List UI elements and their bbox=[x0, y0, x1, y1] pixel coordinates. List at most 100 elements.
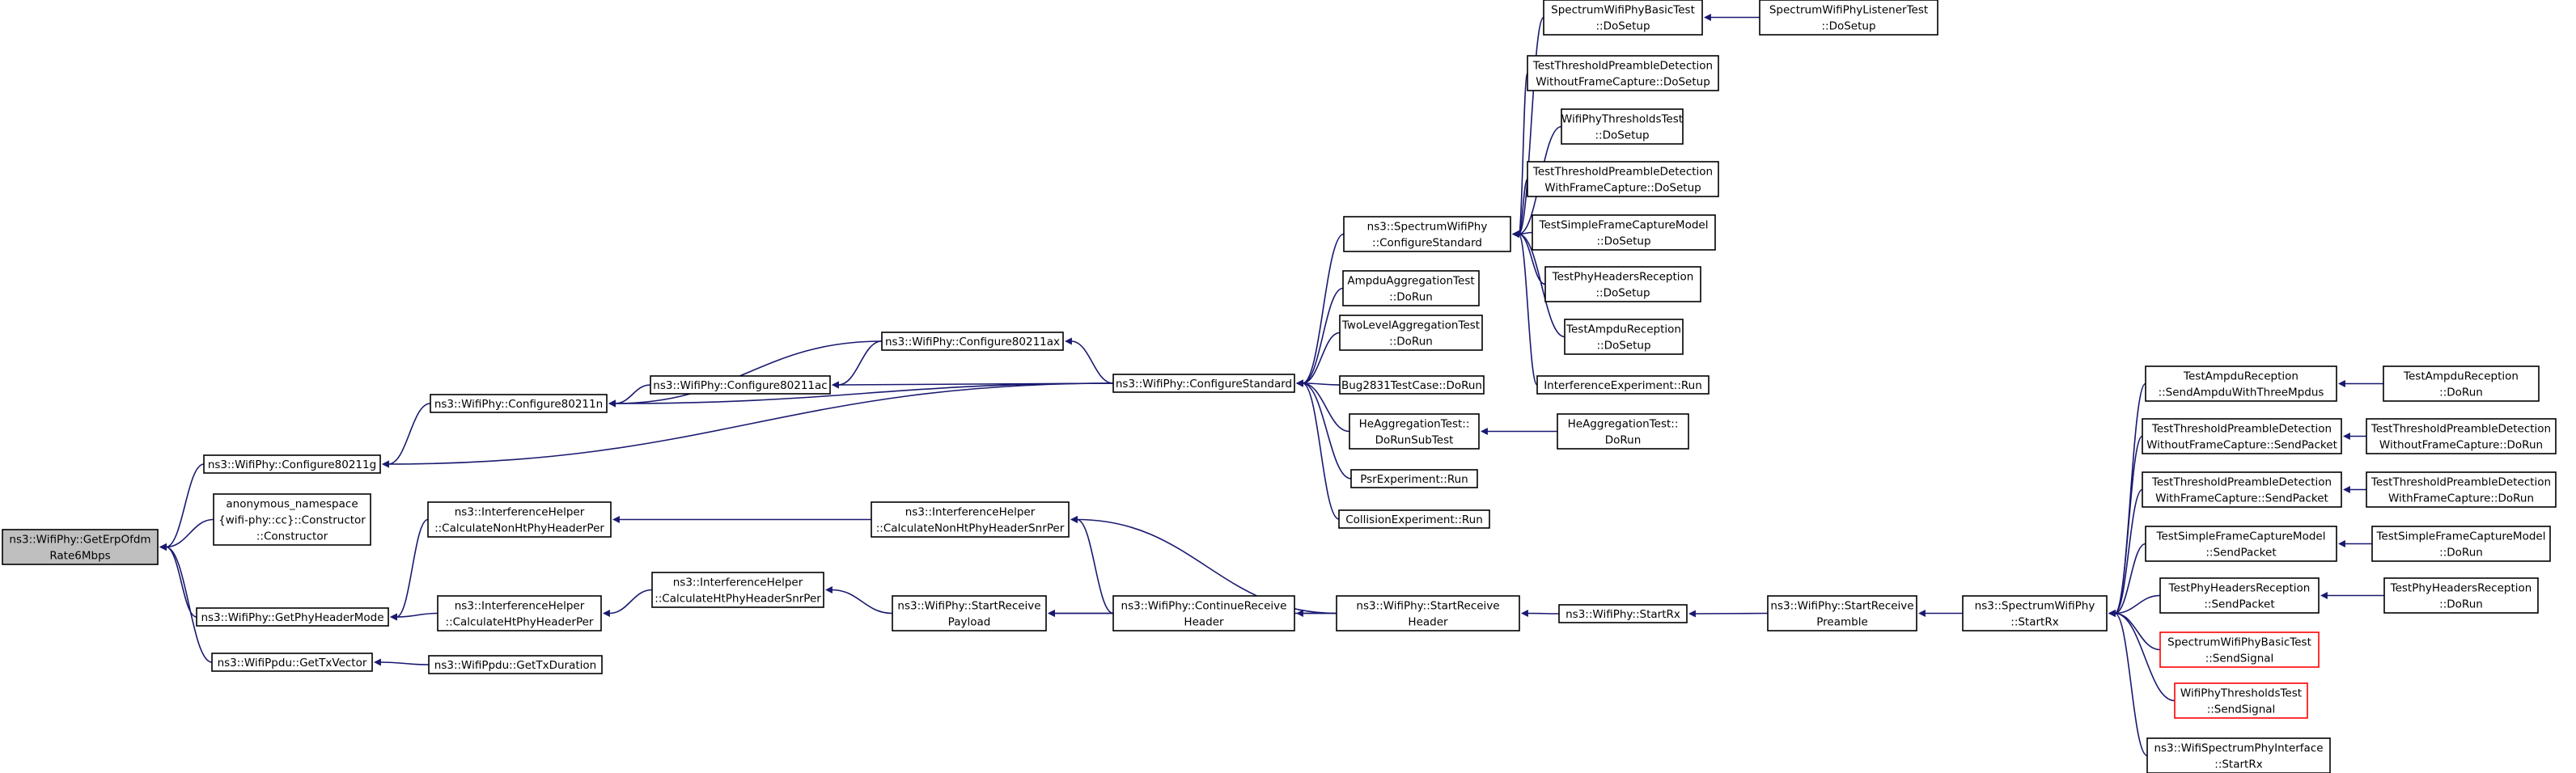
function-node[interactable]: TestThresholdPreambleDetectionWithoutFra… bbox=[2366, 418, 2557, 454]
function-node[interactable]: TwoLevelAggregationTest::DoRun bbox=[1339, 315, 1483, 351]
function-node[interactable]: ns3::InterferenceHelper::CalculateHtPhyH… bbox=[651, 572, 824, 608]
node-label: ns3::SpectrumWifiPhy bbox=[1975, 600, 2095, 613]
call-edge-path bbox=[381, 382, 1114, 468]
function-node[interactable]: ns3::SpectrumWifiPhy::ConfigureStandard bbox=[1343, 216, 1511, 252]
call-edge-path bbox=[373, 658, 430, 666]
call-edge-path bbox=[1511, 72, 1528, 238]
function-node[interactable]: WifiPhyThresholdsTest::DoSetup bbox=[1561, 108, 1684, 145]
call-edge-path bbox=[1520, 610, 1560, 618]
call-edge bbox=[2108, 594, 2161, 617]
function-node[interactable]: ns3::InterferenceHelper::CalculateNonHtP… bbox=[871, 501, 1070, 538]
call-edge-path bbox=[1295, 287, 1344, 387]
call-edge bbox=[1511, 230, 1538, 386]
function-node[interactable]: HeAggregationTest::DoRunSubTest bbox=[1349, 413, 1480, 450]
call-edge-path bbox=[1295, 379, 1350, 433]
function-node[interactable]: ns3::WifiPhy::Configure80211ax bbox=[881, 332, 1064, 351]
call-edge bbox=[2108, 543, 2146, 617]
node-box bbox=[2142, 471, 2342, 508]
node-label: ::SendAmpduWithThreeMpdus bbox=[2159, 386, 2324, 399]
function-node[interactable]: TestSimpleFrameCaptureModel::DoSetup bbox=[1532, 214, 1716, 251]
call-edge-path bbox=[2108, 435, 2143, 617]
function-node[interactable]: ns3::InterferenceHelper::CalculateHtPhyH… bbox=[437, 595, 602, 631]
function-node[interactable]: ns3::WifiPhy::GetPhyHeaderMode bbox=[196, 607, 389, 627]
call-edge-path bbox=[381, 403, 431, 468]
function-node[interactable]: ns3::WifiPhy::ConfigureStandard bbox=[1112, 374, 1295, 393]
function-node[interactable]: TestThresholdPreambleDetectionWithoutFra… bbox=[2142, 418, 2342, 454]
call-edge bbox=[1070, 516, 1114, 615]
node-label: InterferenceExperiment::Run bbox=[1544, 379, 1702, 392]
function-node[interactable]: ns3::WifiPhy::Configure80211g bbox=[203, 454, 381, 474]
function-node[interactable]: WifiPhyThresholdsTest::SendSignal bbox=[2174, 682, 2308, 719]
function-node[interactable]: TestAmpduReception::DoSetup bbox=[1564, 319, 1684, 355]
function-node[interactable]: TestPhyHeadersReception::DoRun bbox=[2383, 577, 2539, 614]
node-label: ns3::WifiPhy::Configure80211ac bbox=[653, 379, 827, 392]
function-node[interactable]: ns3::WifiPhy::Configure80211ac bbox=[650, 375, 831, 395]
function-node[interactable]: TestThresholdPreambleDetectionWithFrameC… bbox=[1527, 161, 1719, 197]
call-edge bbox=[381, 403, 431, 468]
function-node[interactable]: TestAmpduReception::SendAmpduWithThreeMp… bbox=[2145, 365, 2337, 402]
call-edge bbox=[1520, 610, 1560, 618]
function-node[interactable]: TestThresholdPreambleDetectionWithoutFra… bbox=[1527, 55, 1719, 91]
node-box bbox=[2371, 526, 2551, 562]
node-box bbox=[437, 595, 602, 631]
function-node[interactable]: TestAmpduReception::DoRun bbox=[2383, 365, 2540, 402]
node-label: ::CalculateHtPhyHeaderSnrPer bbox=[655, 593, 821, 606]
node-box bbox=[651, 572, 824, 608]
node-box bbox=[871, 501, 1070, 538]
function-node[interactable]: anonymous_namespace{wifi-phy::cc}::Const… bbox=[213, 493, 371, 546]
node-box bbox=[2, 529, 159, 565]
function-node[interactable]: ns3::SpectrumWifiPhy::StartRx bbox=[1962, 595, 2108, 631]
node-label: ::DoSetup bbox=[1595, 287, 1650, 300]
call-edge-path bbox=[1511, 178, 1528, 238]
function-node[interactable]: SpectrumWifiPhyBasicTest::DoSetup bbox=[1543, 0, 1703, 36]
function-node[interactable]: TestPhyHeadersReception::SendPacket bbox=[2159, 577, 2320, 614]
function-node[interactable]: TestThresholdPreambleDetectionWithFrameC… bbox=[2366, 471, 2557, 508]
function-node[interactable]: ns3::WifiPhy::Configure80211n bbox=[430, 394, 608, 413]
node-label: WithoutFrameCapture::DoRun bbox=[2379, 439, 2543, 452]
node-box bbox=[2383, 365, 2540, 402]
function-node[interactable]: ns3::WifiPpdu::GetTxVector bbox=[211, 653, 373, 672]
function-node[interactable]: AmpduAggregationTest::DoRun bbox=[1342, 270, 1480, 306]
node-label: ns3::WifiPhy::Configure80211ax bbox=[885, 336, 1060, 348]
function-node[interactable]: TestThresholdPreambleDetectionWithFrameC… bbox=[2142, 471, 2342, 508]
function-node[interactable]: ns3::InterferenceHelper::CalculateNonHtP… bbox=[427, 501, 612, 538]
node-label: TestThresholdPreambleDetection bbox=[1532, 60, 1713, 73]
call-edge bbox=[2108, 610, 2176, 702]
call-edge bbox=[2108, 610, 2148, 757]
node-label: Rate6Mbps bbox=[49, 550, 110, 563]
node-label: ::CalculateHtPhyHeaderPer bbox=[446, 616, 594, 629]
function-node[interactable]: Bug2831TestCase::DoRun bbox=[1339, 375, 1485, 395]
function-node[interactable]: ns3::WifiPhy::StartRx bbox=[1558, 604, 1688, 623]
function-node[interactable]: ns3::WifiPpdu::GetTxDuration bbox=[428, 655, 603, 674]
function-node[interactable]: TestSimpleFrameCaptureModel::SendPacket bbox=[2145, 526, 2337, 562]
node-label: ::DoRun bbox=[2439, 547, 2483, 560]
node-box bbox=[1564, 319, 1684, 355]
function-node[interactable]: TestPhyHeadersReception::DoSetup bbox=[1544, 266, 1701, 302]
call-edge bbox=[608, 384, 651, 408]
function-node[interactable]: TestSimpleFrameCaptureModel::DoRun bbox=[2371, 526, 2551, 562]
function-node[interactable]: PsrExperiment::Run bbox=[1350, 469, 1478, 488]
function-node[interactable]: SpectrumWifiPhyListenerTest::DoSetup bbox=[1759, 0, 1938, 36]
node-box bbox=[1527, 161, 1719, 197]
node-label: ns3::InterferenceHelper bbox=[455, 506, 585, 519]
function-node[interactable]: ns3::WifiSpectrumPhyInterface::StartRx bbox=[2146, 737, 2331, 773]
function-node[interactable]: CollisionExperiment::Run bbox=[1338, 509, 1490, 529]
call-edge bbox=[1295, 233, 1345, 387]
node-label: TestThresholdPreambleDetection bbox=[2371, 423, 2551, 436]
node-box bbox=[1339, 315, 1483, 351]
function-node[interactable]: HeAggregationTest::DoRun bbox=[1557, 413, 1689, 450]
function-node[interactable]: InterferenceExperiment::Run bbox=[1536, 375, 1710, 395]
node-label: ::SendPacket bbox=[2204, 598, 2274, 611]
call-edge bbox=[159, 543, 197, 618]
call-edge bbox=[1295, 287, 1344, 387]
node-label: TwoLevelAggregationTest bbox=[1341, 319, 1480, 332]
function-node[interactable]: SpectrumWifiPhyBasicTest::SendSignal bbox=[2159, 631, 2320, 668]
call-edge bbox=[608, 340, 883, 408]
call-edge bbox=[2108, 610, 2161, 651]
